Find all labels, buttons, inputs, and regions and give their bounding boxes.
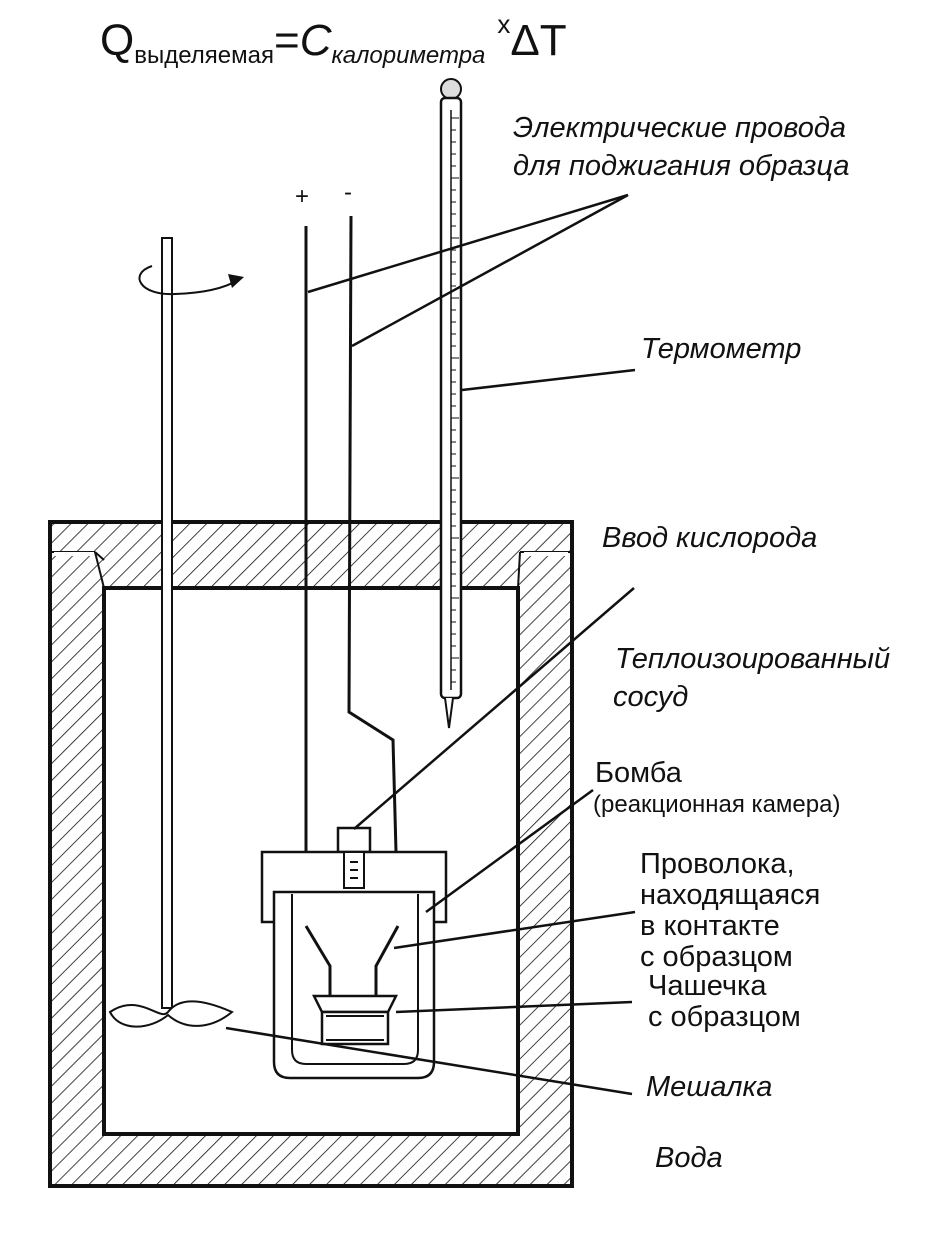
label-wire-3: в контакте	[640, 910, 780, 942]
label-water: Вода	[655, 1142, 723, 1174]
label-oxygen: Ввод кислорода	[602, 522, 817, 554]
formula-c: C	[300, 16, 333, 65]
ignition-wires	[304, 215, 400, 927]
label-cup-1: Чашечка	[648, 970, 767, 1002]
formula-c-sub: калориметра	[331, 42, 485, 69]
formula-delta-t: ΔT	[510, 16, 566, 65]
label-wire-4: с образцом	[640, 941, 793, 973]
leader-lines	[225, 193, 636, 1096]
rotation-arrow-icon	[138, 265, 239, 296]
label-wires-1: Электрические провода	[513, 112, 846, 144]
label-bomb-note: (реакционная камера)	[593, 791, 840, 818]
label-wire-1: Проволока,	[640, 848, 795, 880]
formula-equals: =	[274, 16, 300, 65]
formula-q: Q	[100, 16, 134, 65]
bomb	[260, 826, 448, 1080]
label-stirrer: Мешалка	[646, 1071, 772, 1103]
formula-q-sub: выделяемая	[134, 42, 274, 69]
label-cup-2: с образцом	[648, 1001, 801, 1033]
label-wires-2: для поджигания образца	[513, 150, 849, 182]
polarity-plus: +	[295, 183, 309, 210]
formula: Qвыделяемая=Cкалориметра xΔT	[100, 9, 567, 69]
label-vessel-2: сосуд	[613, 681, 688, 713]
rotation-arrowhead-icon	[228, 274, 244, 288]
label-thermometer: Термометр	[641, 333, 801, 365]
label-vessel-1: Теплоизоированный	[615, 643, 890, 675]
formula-times: x	[497, 9, 510, 39]
thermometer	[439, 78, 463, 729]
label-bomb: Бомба	[595, 757, 683, 789]
polarity-minus: -	[344, 179, 352, 206]
stirrer	[108, 237, 244, 1028]
label-wire-2: находящаяся	[640, 879, 820, 911]
